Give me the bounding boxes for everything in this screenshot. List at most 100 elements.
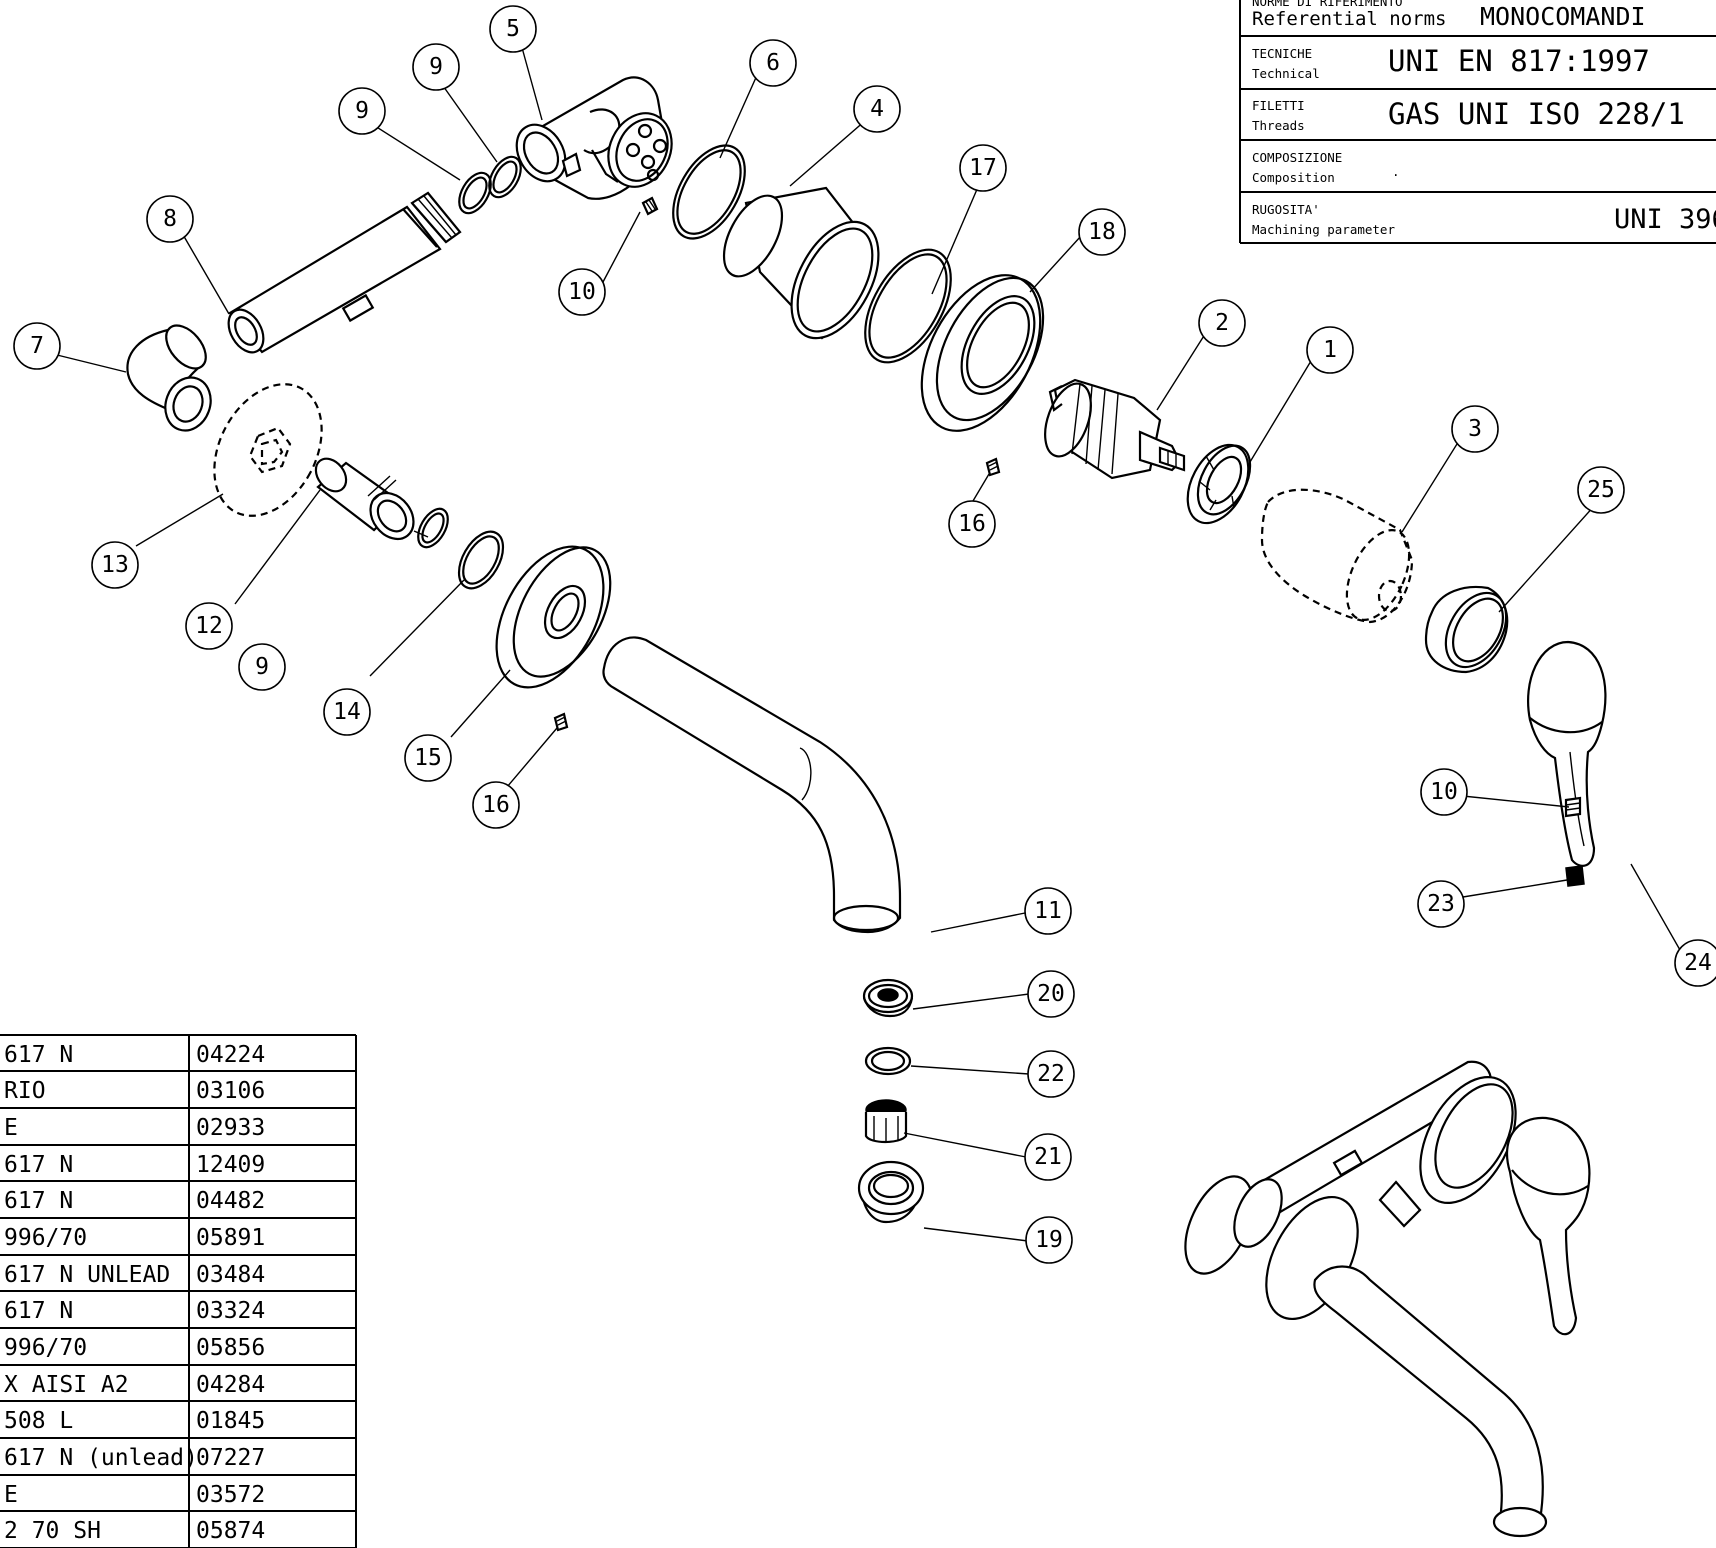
title-block: NORME DI RIFERIMENTO Referential norms M… — [1239, 0, 1716, 244]
bill-of-materials: 617 N 04224 RIO 03106 E 02933 617 N 1240… — [0, 1034, 357, 1548]
bom-material-9: 996/70 — [4, 1335, 87, 1361]
callout-4: 4 — [853, 85, 901, 133]
bom-code-1: 04224 — [196, 1042, 265, 1068]
svg-text:9: 9 — [355, 98, 369, 124]
callout-16b: 16 — [472, 781, 520, 829]
callout-6: 6 — [749, 39, 797, 87]
callout-22: 22 — [1027, 1050, 1075, 1098]
callout-8: 8 — [146, 195, 194, 243]
part-14-o-ring — [457, 530, 505, 590]
callout-10a: 10 — [558, 268, 606, 316]
svg-text:3: 3 — [1468, 416, 1482, 442]
part-5-valve-body — [515, 76, 673, 200]
part-9-o-rings — [417, 155, 522, 549]
svg-text:5: 5 — [506, 16, 520, 42]
bom-code-12: 07227 — [196, 1445, 265, 1471]
technical-value: UNI EN 817:1997 — [1388, 44, 1650, 78]
svg-text:10: 10 — [1430, 779, 1458, 805]
svg-text:10: 10 — [568, 279, 596, 305]
threads-label-en: Threads — [1252, 118, 1305, 133]
part-17-o-ring — [864, 248, 952, 364]
part-25-ring-cover — [1424, 586, 1509, 674]
callout-20: 20 — [1027, 970, 1075, 1018]
roughness-value: UNI 396 — [1614, 204, 1716, 235]
bom-code-7: 03484 — [196, 1262, 265, 1288]
bom-code-11: 01845 — [196, 1408, 265, 1434]
bom-material-5: 617 N — [4, 1188, 73, 1214]
roughness-label: RUGOSITA' — [1252, 202, 1320, 217]
svg-text:11: 11 — [1034, 898, 1062, 924]
bom-material-3: E — [4, 1115, 18, 1141]
part-16-grub-screws — [553, 457, 1001, 732]
svg-text:21: 21 — [1034, 1144, 1062, 1170]
svg-text:9: 9 — [429, 54, 443, 80]
svg-text:12: 12 — [195, 613, 223, 639]
part-20-aerator-insert — [862, 978, 914, 1018]
composition-value: . — [1392, 164, 1400, 179]
composition-label: COMPOSIZIONE — [1252, 150, 1342, 165]
svg-text:4: 4 — [870, 96, 884, 122]
svg-text:19: 19 — [1035, 1227, 1063, 1253]
callout-17: 17 — [959, 144, 1007, 192]
callout-9b: 9 — [412, 43, 460, 91]
svg-text:1: 1 — [1323, 337, 1337, 363]
bom-code-10: 04284 — [196, 1372, 265, 1398]
technical-label: TECNICHE — [1252, 46, 1312, 61]
callout-24: 24 — [1674, 939, 1716, 987]
part-3-dashed-knob — [1260, 488, 1414, 624]
part-24-lever-handle — [1527, 640, 1607, 867]
assembled-view — [1184, 1060, 1591, 1538]
leader-lines — [52, 43, 1681, 1242]
callout-2: 2 — [1198, 299, 1246, 347]
bom-code-8: 03324 — [196, 1298, 265, 1324]
svg-text:16: 16 — [958, 511, 986, 537]
norms-value: MONOCOMANDI — [1480, 2, 1646, 31]
part-22-washer — [864, 1046, 912, 1076]
part-8-extension-pipe — [227, 191, 462, 354]
bom-material-1: 617 N — [4, 1042, 73, 1068]
callout-18: 18 — [1078, 208, 1126, 256]
svg-text:15: 15 — [414, 745, 442, 771]
callout-10b: 10 — [1420, 768, 1468, 816]
bom-code-4: 12409 — [196, 1152, 265, 1178]
technical-label-en: Technical — [1252, 66, 1320, 81]
part-10-grub-screw-upper — [641, 196, 659, 216]
bom-code-14: 05874 — [196, 1518, 265, 1544]
bom-code-3: 02933 — [196, 1115, 265, 1141]
svg-text:16: 16 — [482, 792, 510, 818]
bom-material-4: 617 N — [4, 1152, 73, 1178]
svg-text:14: 14 — [333, 699, 361, 725]
callout-7: 7 — [13, 322, 61, 370]
bom-material-8: 617 N — [4, 1298, 73, 1324]
svg-text:22: 22 — [1037, 1061, 1065, 1087]
part-12-nipple — [314, 457, 415, 541]
bom-code-5: 04482 — [196, 1188, 265, 1214]
callout-1: 1 — [1306, 326, 1354, 374]
part-13-dashed-plate — [213, 383, 323, 517]
part-1-ring-nut — [1186, 443, 1252, 525]
roughness-label-en: Machining parameter — [1252, 222, 1395, 237]
part-21-aerator — [864, 1099, 908, 1144]
svg-text:7: 7 — [30, 333, 44, 359]
part-7-elbow — [126, 324, 212, 432]
bom-code-6: 05891 — [196, 1225, 265, 1251]
bom-material-10: X AISI A2 — [4, 1372, 129, 1398]
svg-text:24: 24 — [1684, 950, 1712, 976]
part-2-cartridge — [1044, 378, 1186, 480]
callout-9c: 9 — [238, 643, 286, 691]
part-19-aerator-housing — [857, 1160, 925, 1224]
bom-material-7: 617 N UNLEAD — [4, 1262, 170, 1288]
part-10-grub-screw-lower — [1564, 796, 1582, 818]
svg-text:23: 23 — [1427, 891, 1455, 917]
norms-label-en: Referential norms — [1252, 8, 1446, 30]
bom-code-9: 05856 — [196, 1335, 265, 1361]
svg-text:13: 13 — [101, 552, 129, 578]
bom-material-14: 2 70 SH — [4, 1518, 101, 1544]
callout-21: 21 — [1024, 1133, 1072, 1181]
bom-material-12: 617 N (unlead) — [4, 1445, 198, 1471]
callout-23: 23 — [1417, 880, 1465, 928]
callout-19: 19 — [1025, 1216, 1073, 1264]
svg-text:2: 2 — [1215, 310, 1229, 336]
callout-14: 14 — [323, 688, 371, 736]
